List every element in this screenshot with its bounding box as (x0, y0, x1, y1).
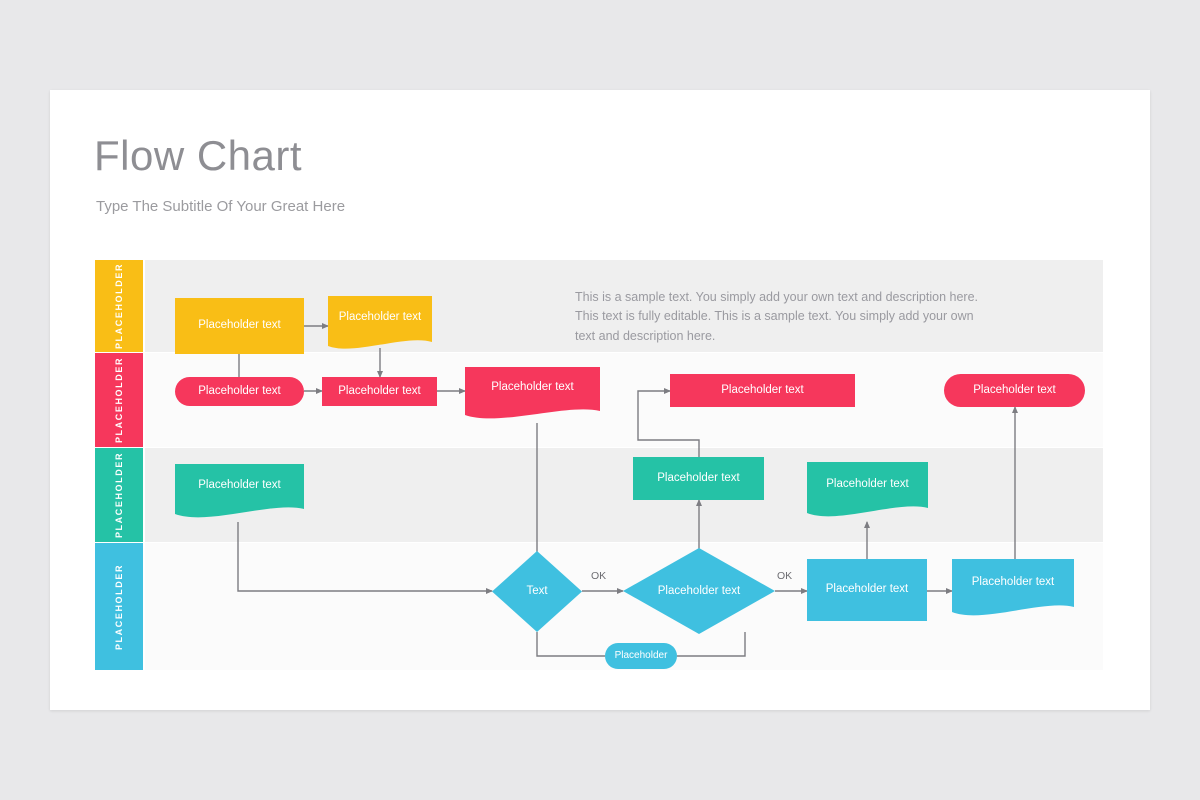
page-subtitle: Type The Subtitle Of Your Great Here (96, 198, 346, 215)
node-green-3[interactable]: Placeholder text (807, 462, 928, 522)
diamond-shape-icon (492, 551, 582, 632)
node-red-2-label: Placeholder text (338, 384, 421, 397)
swimlane-4-label: PLACEHOLDER (114, 563, 125, 650)
swimlane-1-label: PLACEHOLDER (114, 262, 125, 350)
flowchart-board: PLACEHOLDER PLACEHOLDER PLACEHOLDER PLAC… (95, 260, 1103, 670)
node-yellow-2-label: Placeholder text (338, 311, 422, 324)
node-blue-3-label: Placeholder text (825, 583, 909, 596)
node-red-1-label: Placeholder text (198, 384, 281, 397)
node-red-1[interactable]: Placeholder text (175, 377, 304, 406)
node-blue-1-decision[interactable]: Text (492, 551, 582, 632)
edge-label-ok-2: OK (777, 570, 793, 582)
edge-label-ok-1: OK (591, 570, 607, 582)
node-red-2[interactable]: Placeholder text (322, 377, 437, 406)
slide-canvas: Flow Chart Type The Subtitle Of Your Gre… (50, 90, 1150, 710)
diamond-shape-icon (623, 548, 775, 634)
node-green-1[interactable]: Placeholder text (175, 464, 304, 522)
node-red-4-label: Placeholder text (721, 383, 804, 396)
swimlane-1: PLACEHOLDER (95, 260, 1103, 352)
swimlane-2-tab[interactable]: PLACEHOLDER (95, 353, 143, 447)
swimlane-2-label: PLACEHOLDER (114, 356, 125, 444)
page-title: Flow Chart (94, 132, 303, 179)
node-blue-1-label: Text (526, 585, 548, 598)
node-blue-2-decision[interactable]: Placeholder text (623, 548, 775, 634)
node-blue-4[interactable]: Placeholder text (952, 559, 1074, 621)
document-shape-icon (465, 367, 600, 419)
document-shape-icon (807, 462, 928, 517)
node-yellow-1-label: Placeholder text (198, 319, 281, 332)
node-red-5[interactable]: Placeholder text (944, 374, 1085, 407)
node-green-2-label: Placeholder text (657, 471, 740, 484)
node-red-3[interactable]: Placeholder text (465, 367, 600, 423)
document-shape-icon (328, 296, 432, 349)
node-yellow-2[interactable]: Placeholder text (328, 296, 432, 354)
swimlane-3-label: PLACEHOLDER (114, 451, 125, 539)
node-green-2[interactable]: Placeholder text (633, 457, 764, 500)
node-blue-5-label: Placeholder (614, 650, 668, 661)
document-shape-icon (952, 559, 1074, 616)
swimlane-3-tab[interactable]: PLACEHOLDER (95, 448, 143, 542)
swimlane-4-tab[interactable]: PLACEHOLDER (95, 543, 143, 670)
node-yellow-1[interactable]: Placeholder text (175, 298, 304, 354)
node-blue-5-connector[interactable]: Placeholder (605, 643, 677, 669)
description-text: This is a sample text. You simply add yo… (575, 290, 978, 343)
node-red-3-label: Placeholder text (491, 381, 574, 394)
node-blue-3[interactable]: Placeholder text (807, 559, 927, 621)
document-shape-icon (175, 464, 304, 518)
node-blue-4-label: Placeholder text (971, 576, 1055, 589)
swimlane-1-tab[interactable]: PLACEHOLDER (95, 260, 143, 352)
swimlane-1-background (145, 260, 1103, 352)
node-green-3-label: Placeholder text (826, 478, 909, 491)
node-red-4[interactable]: Placeholder text (670, 374, 855, 407)
node-red-5-label: Placeholder text (973, 383, 1056, 396)
swimlane-2: PLACEHOLDER (95, 353, 1103, 447)
node-blue-2-label: Placeholder text (657, 584, 741, 597)
node-green-1-label: Placeholder text (198, 479, 281, 492)
swimlane-2-background (145, 353, 1103, 447)
